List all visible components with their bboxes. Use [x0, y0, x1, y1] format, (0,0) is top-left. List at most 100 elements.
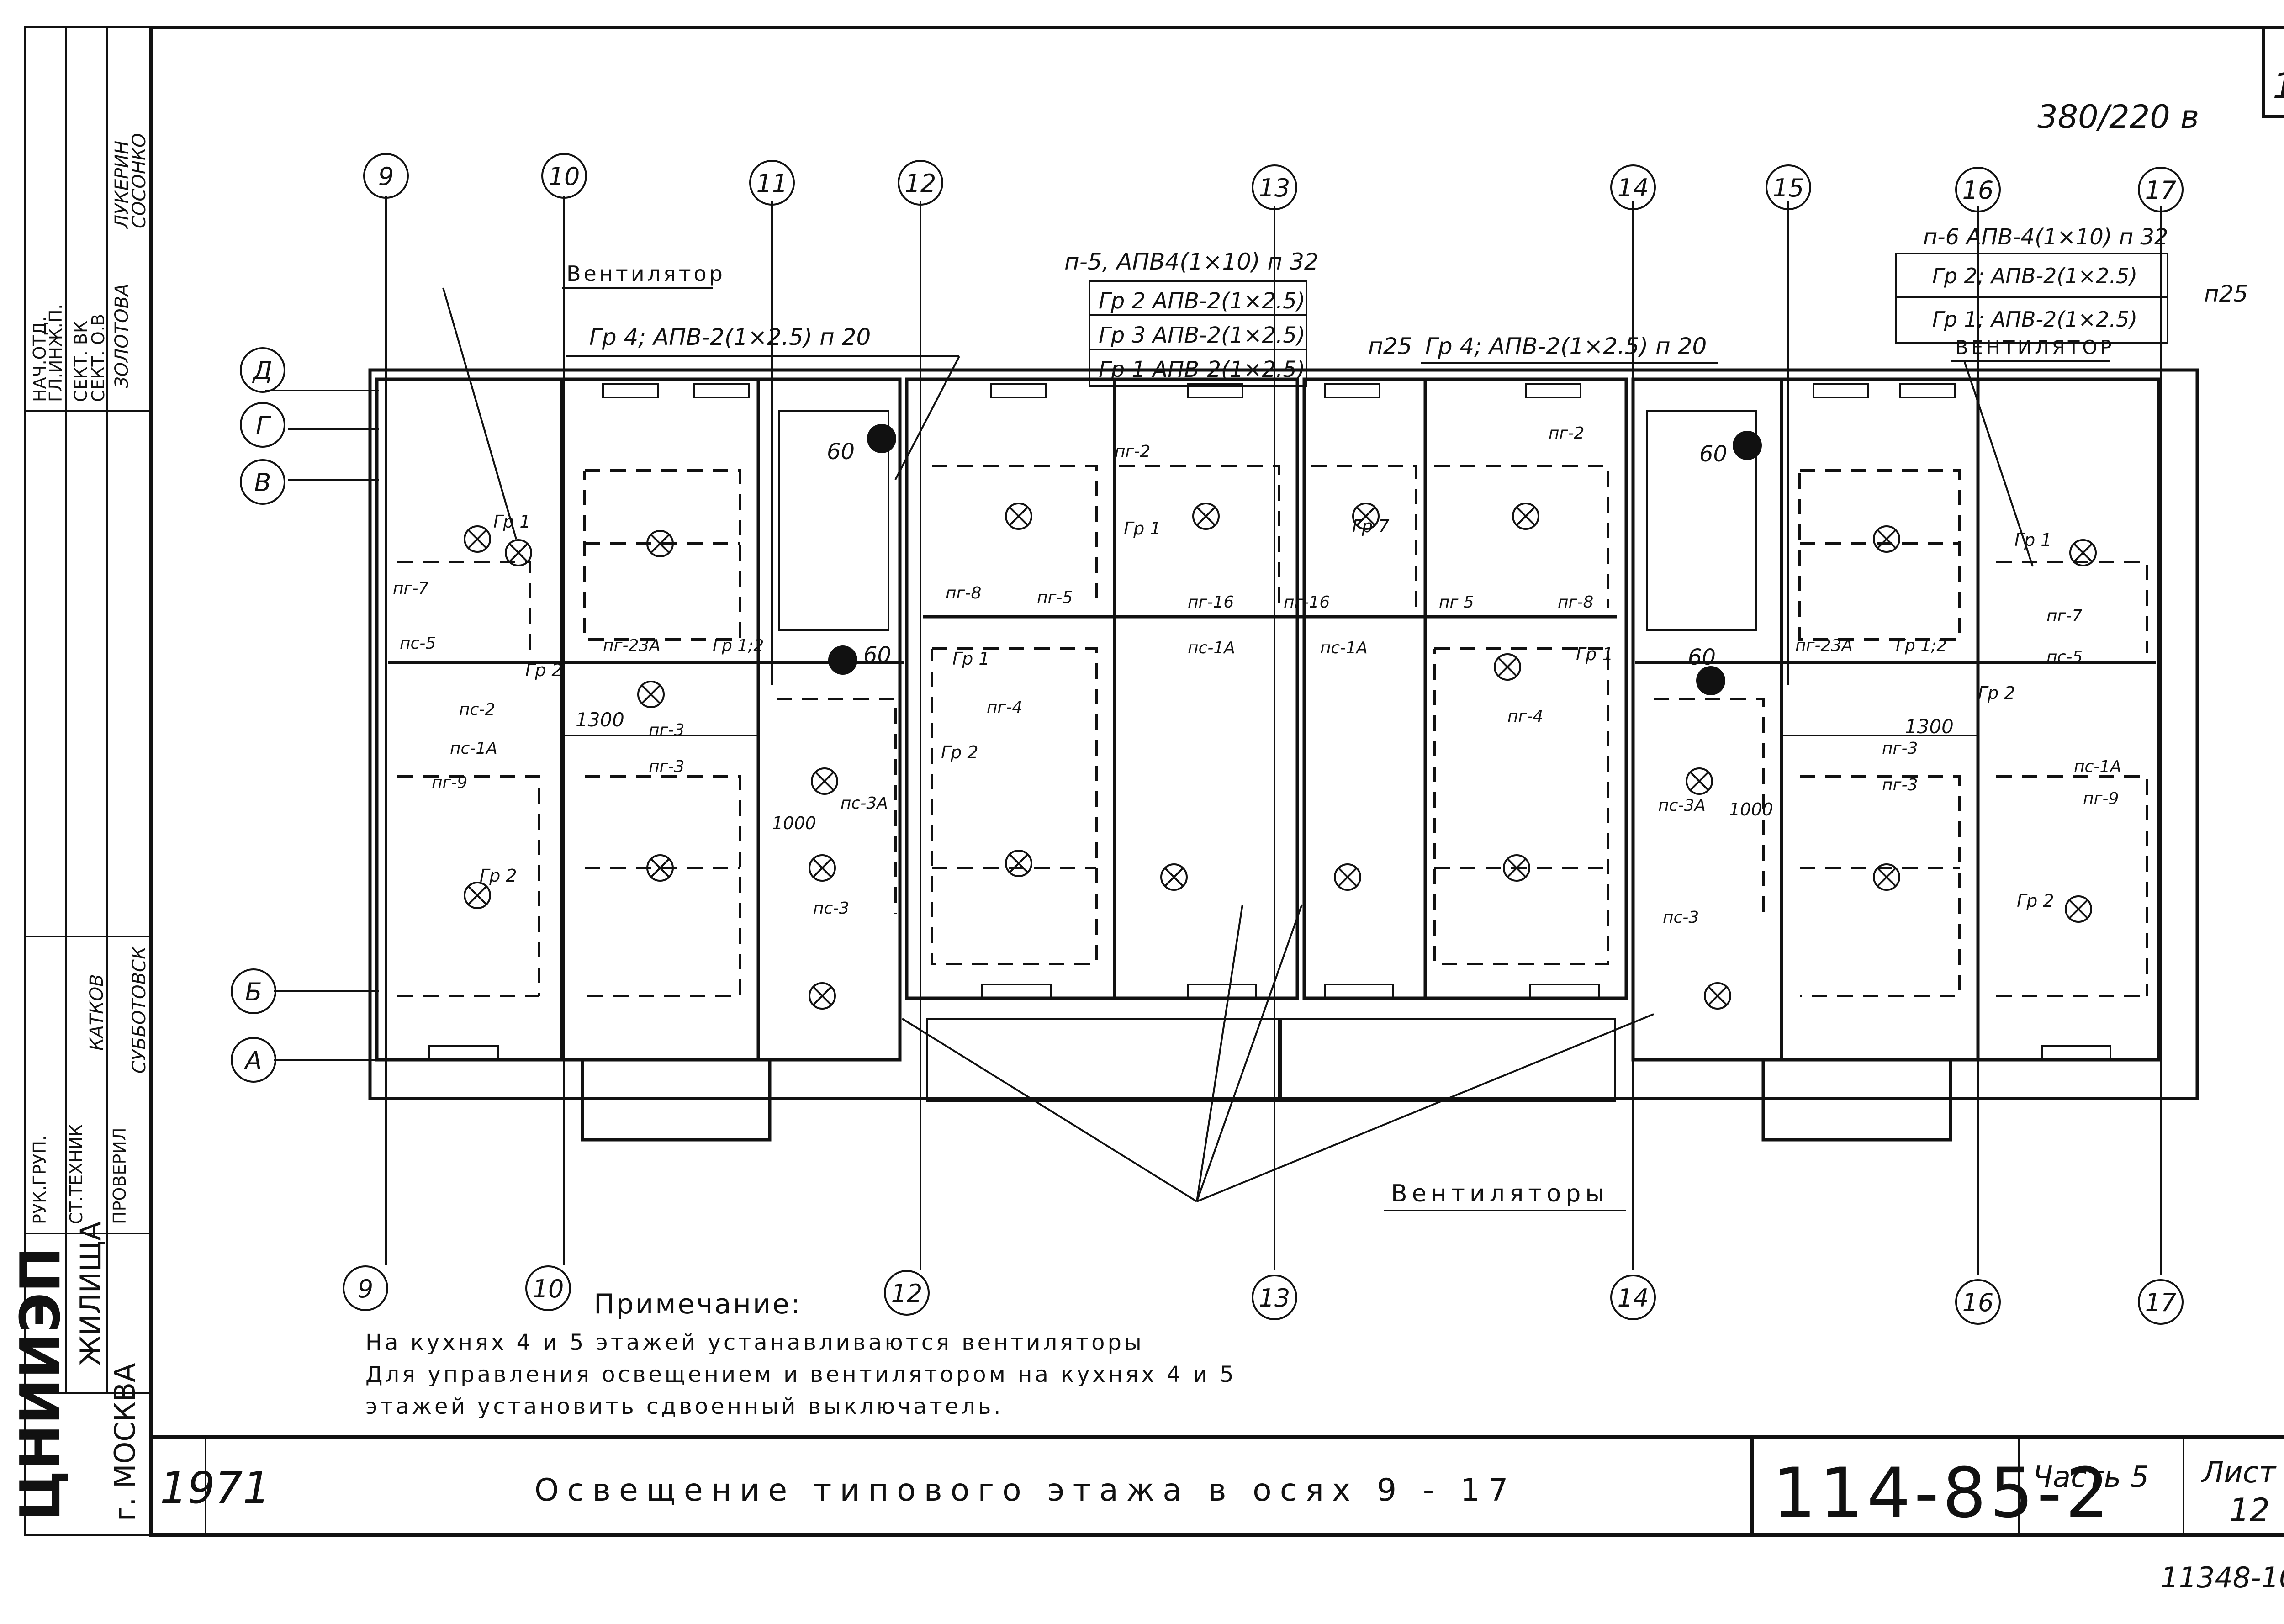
- svg-text:пс-1А: пс-1А: [1320, 639, 1368, 657]
- svg-text:пг-16: пг-16: [1188, 593, 1234, 612]
- stair-lamp-icon: [1733, 431, 1762, 460]
- svg-text:13: 13: [1259, 174, 1290, 202]
- svg-text:Гр 1: Гр 1: [493, 512, 531, 532]
- svg-text:Гр 2: Гр 2: [1978, 683, 2015, 703]
- svg-text:пг-7: пг-7: [2046, 607, 2082, 625]
- svg-text:15: 15: [1773, 174, 1804, 202]
- svg-text:Г: Г: [256, 411, 271, 440]
- lamp-icon: [1494, 653, 1521, 681]
- svg-text:п25: п25: [2204, 280, 2248, 307]
- svg-text:пг 5: пг 5: [1439, 593, 1474, 612]
- stair-lamp-icon: [1696, 666, 1725, 695]
- lamp-icon: [505, 539, 532, 566]
- lamp-icon: [811, 767, 838, 795]
- svg-text:пг-3: пг-3: [1882, 739, 1918, 758]
- stamp-top: НАЧ.ОТД. ГЛ.ИНЖ.П. СЕКТ. ВК СЕКТ. О.В ЛУ…: [30, 133, 150, 402]
- svg-text:пг-4: пг-4: [1507, 707, 1543, 726]
- stamp-row: ГЛ.ИНЖ.П.: [46, 304, 66, 402]
- feeder-label-right: Гр 4; АПВ-2(1×2.5) п 20: [1425, 333, 1707, 360]
- svg-text:Гр 2: Гр 2: [2017, 891, 2054, 911]
- svg-text:п-6 АПВ-4(1×10) п 32: п-6 АПВ-4(1×10) п 32: [1923, 224, 2168, 250]
- svg-text:Гр 2: Гр 2: [941, 742, 978, 762]
- stair-lamp-icon: [867, 424, 896, 453]
- axis-bubbles-bottom: 9 10 12 13 14 16 17: [343, 1265, 2184, 1325]
- org-logo: ЦНИИЭП: [9, 1247, 73, 1521]
- corner-number: 12: [2273, 66, 2284, 107]
- lamp-power-label: 60: [827, 439, 855, 465]
- lamp-icon: [809, 854, 836, 882]
- svg-text:Гр 1;2: Гр 1;2: [713, 636, 764, 655]
- svg-text:пг-4: пг-4: [987, 698, 1022, 717]
- lamp-icon: [1873, 525, 1900, 553]
- svg-text:пг-2: пг-2: [1115, 442, 1150, 461]
- note-line: этажей установить сдвоенный выключатель.: [365, 1394, 1004, 1419]
- stair-lamps: 60 60 60 60: [827, 424, 1762, 695]
- svg-text:Гр 7: Гр 7: [1352, 516, 1390, 536]
- stamp-row: СЕКТ. ВК: [71, 321, 91, 402]
- svg-text:пг-23А: пг-23А: [603, 636, 661, 655]
- note-line: На кухнях 4 и 5 этажей устанавливаются в…: [365, 1330, 1144, 1355]
- sheet-number: 12: [2229, 1492, 2270, 1529]
- drawing-code: 114-85-2: [1772, 1454, 2113, 1533]
- svg-text:пс-1А: пс-1А: [2074, 757, 2121, 776]
- stamp-bottom: РУК.ГРУП. СТ.ТЕХНИК ПРОВЕРИЛ КАТКОВ СУББ…: [30, 946, 150, 1224]
- axis-grid: [265, 196, 2162, 1275]
- svg-text:Гр 2; АПВ-2(1×2.5): Гр 2; АПВ-2(1×2.5): [1932, 264, 2137, 288]
- org-block: ЦНИИЭП ЖИЛИЩА г. МОСКВА: [9, 1222, 142, 1521]
- lamp-icon: [809, 982, 836, 1010]
- ventilator-label-right: ВЕНТИЛЯТОР: [1955, 336, 2115, 359]
- stamp-name: КАТКОВ: [86, 974, 107, 1051]
- svg-text:пс-3А: пс-3А: [1658, 796, 1706, 815]
- svg-text:Гр 1;2: Гр 1;2: [1896, 636, 1947, 655]
- note-block: Примечание: На кухнях 4 и 5 этажей устан…: [365, 1288, 1237, 1419]
- svg-text:пс-5: пс-5: [400, 634, 436, 653]
- svg-text:Гр 1: Гр 1: [1576, 644, 1613, 664]
- svg-text:А: А: [244, 1046, 262, 1075]
- building-walls: [368, 368, 2199, 1142]
- svg-text:16: 16: [1962, 1288, 1994, 1317]
- stamp-row: НАЧ.ОТД.: [30, 316, 50, 402]
- svg-text:Гр 1: Гр 1: [1124, 518, 1161, 539]
- lamp-icon: [1005, 503, 1032, 530]
- org-line2: г. МОСКВА: [108, 1363, 142, 1521]
- lamp-icon: [1704, 982, 1731, 1010]
- stamp-name: ЛУКЕРИН: [111, 141, 132, 229]
- svg-text:пс-3: пс-3: [813, 899, 849, 918]
- svg-text:14: 14: [1618, 174, 1649, 202]
- svg-text:Гр 2 АПВ-2(1×2.5): Гр 2 АПВ-2(1×2.5): [1099, 288, 1306, 314]
- svg-text:14: 14: [1618, 1284, 1649, 1312]
- svg-text:пс-1А: пс-1А: [1188, 639, 1235, 657]
- voltage-label: 380/220 в: [2037, 98, 2199, 136]
- lamp-icon: [1192, 503, 1220, 530]
- svg-text:пг-7: пг-7: [393, 579, 428, 598]
- wiring-runs: [397, 465, 2148, 997]
- lamp-icon: [637, 681, 665, 708]
- part-label: Часть 5: [2033, 1460, 2149, 1494]
- svg-text:пг-9: пг-9: [2083, 789, 2119, 808]
- svg-text:пг-9: пг-9: [432, 773, 467, 792]
- lamp-icon: [1686, 767, 1713, 795]
- svg-text:пг-5: пг-5: [1037, 588, 1073, 607]
- note-line: Для управления освещением и вентилятором…: [365, 1362, 1237, 1387]
- svg-text:пс-3А: пс-3А: [841, 794, 888, 813]
- axis-bubbles-left: Д Г В Б А: [231, 347, 286, 1083]
- lamp-icon: [464, 882, 491, 909]
- stamp-row: СТ.ТЕХНИК: [66, 1124, 86, 1224]
- stamp-name: СУББОТОВСК: [129, 946, 150, 1074]
- svg-text:10: 10: [533, 1275, 564, 1303]
- year: 1971: [160, 1463, 270, 1513]
- svg-text:пс-3: пс-3: [1663, 908, 1699, 927]
- stamp-name: ЗОЛОТОВА: [111, 284, 132, 388]
- svg-text:пг-3: пг-3: [649, 721, 684, 740]
- svg-text:Гр 1 АПВ-2(1×2.5): Гр 1 АПВ-2(1×2.5): [1099, 357, 1306, 382]
- svg-text:13: 13: [1259, 1284, 1290, 1312]
- svg-text:16: 16: [1962, 176, 1994, 205]
- axis-bubbles-top: 9 10 11 12 13 14 15 16 17: [363, 153, 2184, 212]
- org-line1: ЖИЛИЩА: [74, 1222, 107, 1366]
- lamp-icon: [646, 854, 674, 882]
- riser-table-center: п-5, АПВ4(1×10) п 32 Гр 2 АПВ-2(1×2.5) Г…: [1064, 249, 1412, 387]
- stamp-name: СОСОНКО: [129, 133, 150, 228]
- stair-lamp-icon: [828, 645, 857, 675]
- svg-text:пг-23А: пг-23А: [1795, 636, 1853, 655]
- svg-text:Д: Д: [252, 356, 272, 385]
